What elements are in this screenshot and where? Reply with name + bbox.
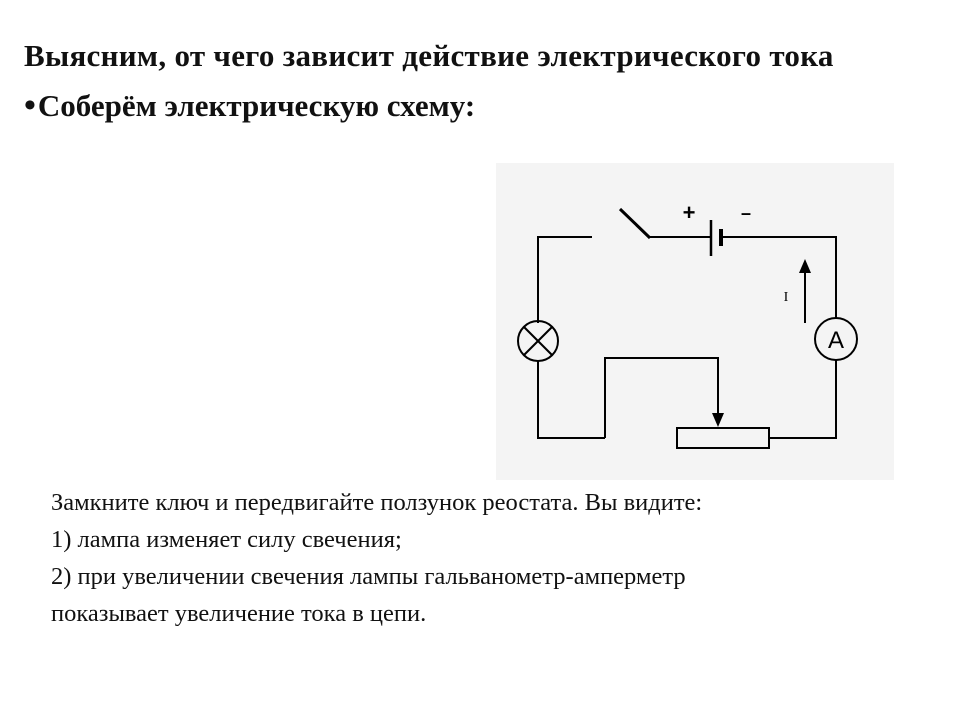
lamp-circle <box>517 320 559 362</box>
battery-plus-label: + <box>683 200 696 225</box>
instructions-intro: Замкните ключ и передвигайте ползунок ре… <box>51 489 703 516</box>
rheostat-slider-arrowhead <box>712 413 724 427</box>
circuit-diagram: + – I A <box>496 163 894 480</box>
slide-title: Выясним, от чего зависит действие электр… <box>24 38 834 73</box>
instructions-block: Замкните ключ и передвигайте ползунок ре… <box>51 484 931 632</box>
battery-minus-label: – <box>741 203 751 223</box>
subtitle-text: Соберём электрическую схему: <box>37 88 476 123</box>
ammeter-label: A <box>828 327 844 354</box>
instructions-item-2-cont: показывает увеличение тока в цепи. <box>51 600 427 627</box>
current-arrow-head <box>799 259 811 273</box>
instructions-item-2: 2) при увеличении свечения лампы гальван… <box>51 563 686 590</box>
rheostat-body <box>676 427 770 449</box>
wire-top-right <box>721 236 837 318</box>
slide-subtitle: •Соберём электрическую схему: <box>24 86 475 126</box>
circuit-svg: + – I A <box>517 200 858 449</box>
instructions-item-1: 1) лампа изменяет силу свечения; <box>51 526 402 553</box>
bullet-marker: • <box>24 87 36 124</box>
lamp-cross-b <box>523 326 553 356</box>
wire-left-bottom <box>537 360 605 439</box>
current-label: I <box>784 290 789 305</box>
wire-top-left <box>537 236 592 323</box>
switch-lever <box>618 207 652 240</box>
rheostat-slider-wire <box>604 357 719 438</box>
wire-right-bottom <box>769 360 837 439</box>
